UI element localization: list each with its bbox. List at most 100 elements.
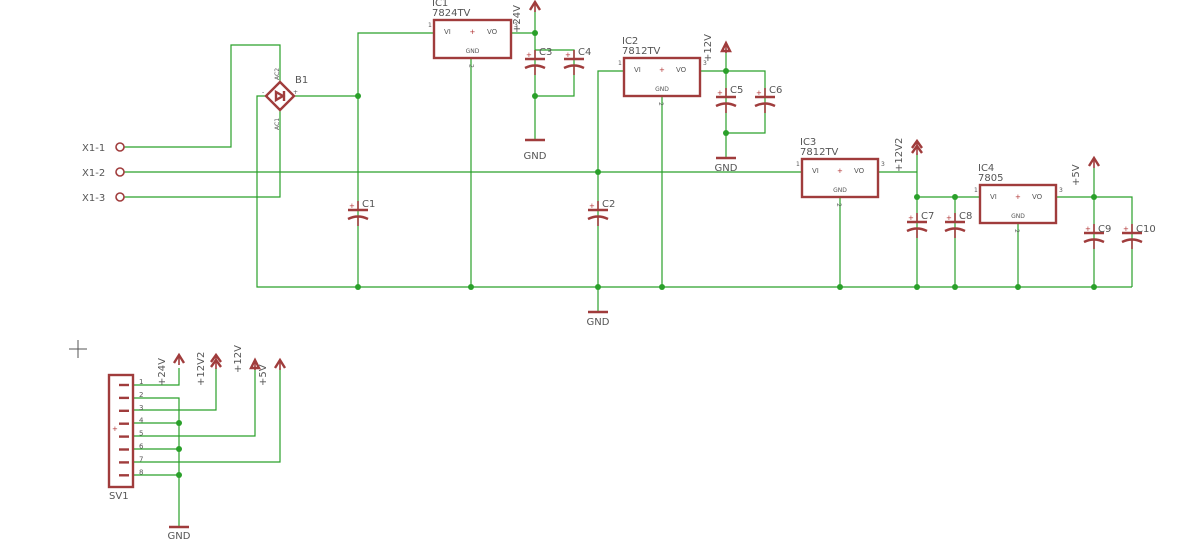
capacitor-plus-mark: + — [349, 202, 355, 210]
wire-sv1-pin7 — [133, 368, 281, 463]
regulator-body — [978, 183, 1058, 225]
capacitor-c4: + — [563, 50, 585, 75]
regulator-value: 7824TV — [432, 8, 471, 19]
capacitor-name: C4 — [578, 47, 591, 58]
regulator-gnd-label: GND — [1011, 213, 1025, 220]
supply-label: +12V2 — [196, 352, 207, 386]
regulator-gnd-label: GND — [833, 187, 847, 194]
bridge-rectifier-b1 — [264, 80, 296, 112]
capacitor-plus-mark: + — [565, 51, 571, 59]
regulator-pin-out: 3 — [1059, 187, 1063, 194]
gnd-label: GND — [587, 317, 610, 328]
supply-symbol-v12v2 — [911, 138, 923, 155]
supply-label: +5V — [258, 364, 269, 386]
capacitor-plate-curved — [587, 215, 609, 221]
bridge-diode-icon — [274, 89, 286, 103]
header-plus-mark: + — [112, 425, 118, 433]
terminal-ring — [115, 192, 125, 202]
header-pin-number: 4 — [139, 417, 144, 425]
capacitor-name: C3 — [539, 47, 552, 58]
capacitor-plate-curved — [347, 215, 369, 221]
regulator-vo-label: VO — [487, 28, 498, 36]
wire-x1-1 — [124, 44, 281, 148]
capacitor-name: C7 — [921, 211, 934, 222]
regulator-value: 7812TV — [800, 147, 839, 158]
supply-label: +12V — [233, 345, 244, 373]
supply-label: +5V — [1071, 164, 1082, 186]
regulator-pin-in: 1 — [618, 60, 622, 67]
wire-ic4-out — [1056, 196, 1133, 287]
capacitor-plate-curved — [906, 227, 928, 233]
bridge-minus-label: - — [262, 89, 264, 96]
supply-label: +24V — [512, 5, 523, 33]
header-name: SV1 — [109, 491, 129, 502]
capacitor-name: C1 — [362, 199, 375, 210]
capacitor-plus-mark: + — [756, 89, 762, 97]
junction-dot — [532, 30, 538, 36]
junction-dot — [723, 68, 729, 74]
header-pin-number: 8 — [139, 468, 143, 476]
wire-sv1-pin1 — [133, 368, 180, 386]
regulator-name: IC1 — [432, 0, 448, 9]
supply-symbol-v12v2 — [210, 352, 222, 369]
gnd-label: GND — [715, 163, 738, 174]
supply-symbol-v5 — [1087, 155, 1101, 168]
regulator-plus-mark: + — [659, 66, 665, 74]
junction-dot — [837, 284, 843, 290]
capacitor-name: C6 — [769, 85, 782, 96]
regulator-ic2 — [622, 56, 702, 98]
regulator-pin-in: 1 — [428, 22, 432, 29]
capacitor-c3: + — [524, 50, 546, 75]
capacitor-plus-mark: + — [526, 51, 532, 59]
capacitor-c5: + — [715, 88, 737, 113]
regulator-vo-label: VO — [1032, 193, 1043, 201]
regulator-plus-mark: + — [1015, 193, 1021, 201]
header-pin-number: 1 — [139, 378, 143, 386]
header-pin-number: 2 — [139, 391, 143, 399]
capacitor-name: C5 — [730, 85, 743, 96]
junction-dot — [532, 93, 538, 99]
junction-dot — [952, 194, 958, 200]
regulator-pin-in: 1 — [974, 187, 978, 194]
regulator-body — [800, 157, 880, 199]
regulator-vi-label: VI — [444, 28, 451, 36]
junction-dot — [468, 284, 474, 290]
wire-ground-rail — [256, 95, 1132, 288]
bridge-name: B1 — [295, 75, 308, 86]
regulator-pin-gnd: 2 — [657, 102, 664, 106]
capacitor-c10: + — [1121, 224, 1143, 249]
junction-dot — [1091, 194, 1097, 200]
regulator-vi-label: VI — [812, 167, 819, 175]
regulator-gnd-label: GND — [466, 48, 480, 55]
capacitor-c7: + — [906, 213, 928, 238]
regulator-gnd-label: GND — [655, 86, 669, 93]
supply-symbol-v12 — [720, 40, 732, 53]
capacitor-c8: + — [944, 213, 966, 238]
junction-dot — [1091, 284, 1097, 290]
wire-x1-3 — [124, 108, 281, 198]
wire-raw-bus — [357, 32, 434, 287]
capacitor-name: C9 — [1098, 224, 1111, 235]
terminal-label: X1-3 — [82, 193, 105, 204]
header-pin-number: 3 — [139, 404, 143, 412]
supply-symbol-v12 — [249, 357, 261, 370]
regulator-name: IC3 — [800, 137, 816, 148]
wire-sv1-pin5 — [133, 368, 256, 437]
regulator-vi-label: VI — [990, 193, 997, 201]
capacitor-c6: + — [754, 88, 776, 113]
regulator-value: 7805 — [978, 173, 1003, 184]
junction-dot — [355, 93, 361, 99]
regulator-plus-mark: + — [470, 28, 476, 36]
wire-ic2-in — [597, 70, 624, 287]
terminal-ring — [115, 142, 125, 152]
regulator-name: IC2 — [622, 36, 638, 47]
junction-dot — [595, 284, 601, 290]
capacitor-plus-mark: + — [1085, 225, 1091, 233]
capacitor-plus-mark: + — [1123, 225, 1129, 233]
gnd-label: GND — [524, 151, 547, 162]
capacitor-plate-curved — [563, 64, 585, 70]
header-pin-number: 7 — [139, 455, 143, 463]
capacitor-plus-mark: + — [589, 202, 595, 210]
junction-dot — [595, 169, 601, 175]
